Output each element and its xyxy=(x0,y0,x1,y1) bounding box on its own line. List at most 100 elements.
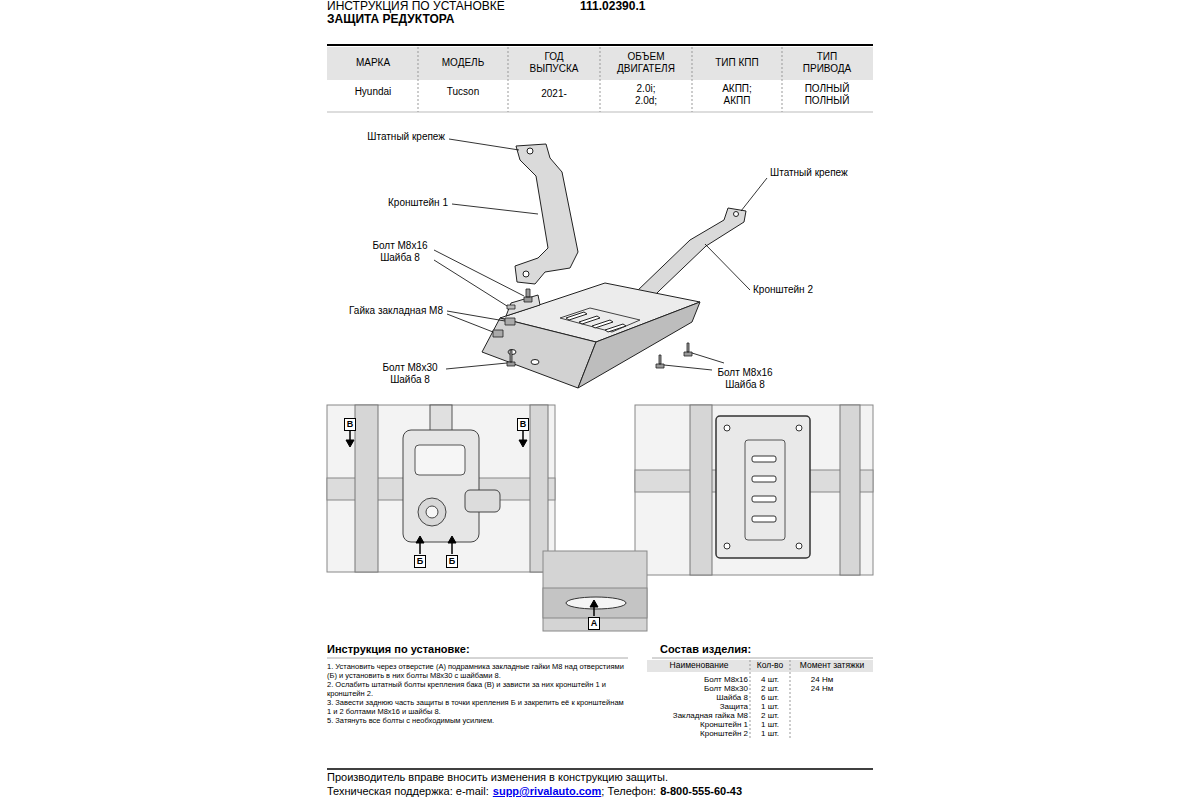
column-header: Кол-во xyxy=(757,661,783,671)
washer xyxy=(507,305,515,309)
hole xyxy=(796,543,802,549)
leader-line xyxy=(447,311,505,321)
column-divider xyxy=(508,47,509,112)
instruction-step: 2. Ослабить штатный болты крепления бака… xyxy=(327,680,627,698)
column-divider xyxy=(782,47,783,112)
frame-rail xyxy=(690,405,712,575)
slot xyxy=(592,320,613,328)
marker-letter: Б xyxy=(449,556,455,567)
instruction-step: 5. Затянуть все болты с необходимым усил… xyxy=(327,716,627,725)
quantity: 1 шт. xyxy=(761,729,779,738)
column-divider xyxy=(692,47,693,112)
photo xyxy=(635,405,873,575)
part-name: Болт М8х30 xyxy=(704,684,748,693)
photo xyxy=(543,551,647,631)
marker-letter: А xyxy=(591,618,598,629)
table-header: ГОД ВЫПУСКА xyxy=(523,51,585,74)
frame-rail xyxy=(530,405,548,572)
quantity: 1 шт. xyxy=(761,702,779,711)
bolt xyxy=(684,343,692,356)
frame-rail xyxy=(840,405,860,575)
slot xyxy=(752,496,776,502)
part-name: Кронштейн 1 xyxy=(700,720,748,729)
skid-plate-flange xyxy=(482,318,596,388)
table-header: МОДЕЛЬ xyxy=(442,57,484,69)
nut xyxy=(493,330,503,337)
torque: 24 Нм xyxy=(811,675,833,684)
instruction-step: 3. Завести заднюю часть защиты в точки к… xyxy=(327,698,627,716)
part-name: Шайба 8 xyxy=(716,693,748,702)
callout-label: Болт М8х30 Шайба 8 xyxy=(377,362,443,385)
gearbox-detail xyxy=(418,498,446,526)
section-heading: Состав изделия: xyxy=(660,643,751,656)
table-cell: АКПП; АКПП xyxy=(715,83,759,106)
table-header: ТИП ПРИВОДА xyxy=(798,51,856,74)
stamping xyxy=(560,308,640,332)
frame-rail xyxy=(355,405,378,572)
rule xyxy=(327,44,873,46)
table-cell: Tucson xyxy=(447,86,479,98)
part-name: Защита xyxy=(720,702,748,711)
support-label: ; Телефон: xyxy=(601,785,656,798)
leader-line xyxy=(705,244,750,290)
column-header: Наименование xyxy=(670,661,729,671)
slot xyxy=(752,476,776,482)
hole xyxy=(724,543,730,549)
table-cell: ПОЛНЫЙ ПОЛНЫЙ xyxy=(800,83,854,106)
table-cell: Hyundai xyxy=(355,86,392,98)
hole xyxy=(734,212,739,217)
leader-line xyxy=(434,260,507,306)
footer-note: Производитель вправе вносить изменения в… xyxy=(327,771,668,784)
leader-line xyxy=(447,314,493,332)
tab xyxy=(506,295,540,316)
table-band xyxy=(647,660,873,672)
skid-plate-flange xyxy=(578,302,700,388)
slot xyxy=(752,456,776,462)
gearbox-detail xyxy=(426,506,438,518)
quantity: 6 шт. xyxy=(761,693,779,702)
quantity: 2 шт. xyxy=(761,684,779,693)
leader-line xyxy=(449,139,519,150)
marker-arrow xyxy=(419,542,421,554)
callout-label: Гайка закладная М8 xyxy=(349,305,443,317)
part-name: Закладная гайка М8 xyxy=(673,711,748,720)
table-cell: 2.0i; 2.0d; xyxy=(629,83,663,106)
photo-marker: А xyxy=(588,617,601,630)
column-divider xyxy=(418,47,419,112)
marker-arrow xyxy=(451,542,453,554)
callout-label: Кронштейн 1 xyxy=(388,197,448,209)
hole xyxy=(527,148,533,154)
quantity: 4 шт. xyxy=(761,675,779,684)
callout-label: Штатный крепеж xyxy=(367,131,445,143)
part-name: Кронштейн 2 xyxy=(700,729,748,738)
marker-arrow xyxy=(448,536,456,543)
column-divider xyxy=(750,660,751,740)
table-header: МАРКА xyxy=(356,57,390,69)
table-header: ТИП КПП xyxy=(715,57,758,69)
contact-line: Техническая поддержка: e-mail: supp@rival… xyxy=(327,785,742,798)
callout-label: Штатный крепеж xyxy=(770,167,848,179)
access-hole xyxy=(566,597,626,609)
leader-line xyxy=(452,204,538,214)
leader-line xyxy=(664,365,712,370)
slot xyxy=(579,316,600,324)
hole xyxy=(523,271,529,277)
photo-marker: В xyxy=(517,418,530,431)
callout-label: Болт М8х16 Шайба 8 xyxy=(367,240,433,263)
photo xyxy=(327,405,555,572)
photo-marker: В xyxy=(344,418,357,431)
heading: ЗАЩИТА РЕДУКТОРА xyxy=(327,13,454,27)
column-header: Момент затяжки xyxy=(800,661,865,671)
skid-plate xyxy=(716,416,810,558)
phone: 8-800-555-60-43 xyxy=(660,785,742,798)
gearbox-detail xyxy=(465,490,500,512)
callout-label: Болт М8х16 Шайба 8 xyxy=(712,367,778,390)
support-label: Техническая поддержка: e-mail: xyxy=(327,785,489,798)
email: supp@rivalauto.com xyxy=(493,785,602,798)
rule xyxy=(327,768,873,770)
doc-number: 111.02390.1 xyxy=(580,0,645,14)
column-divider xyxy=(600,47,601,112)
rule xyxy=(327,658,628,659)
slot xyxy=(752,516,776,522)
callout-label: Кронштейн 2 xyxy=(753,284,813,296)
